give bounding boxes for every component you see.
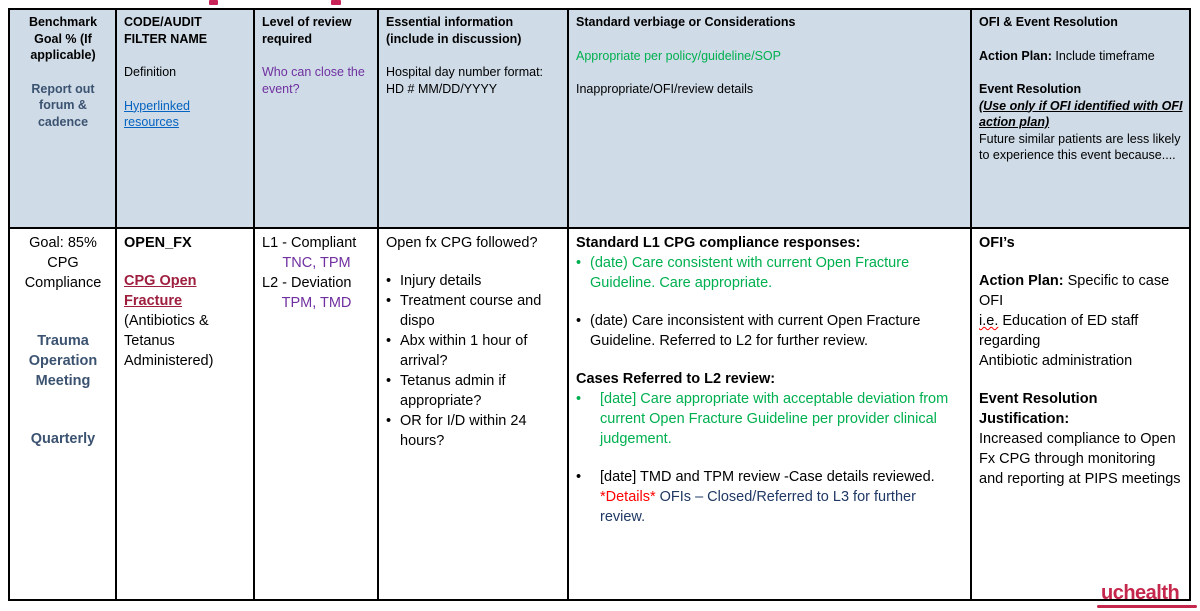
header-ofi-event-resolution-cell: OFI & Event Resolution Action Plan: Incl… (972, 10, 1189, 229)
code-cell: OPEN_FX CPG Open Fracture (Antibiotics &… (117, 229, 255, 599)
essential-bullet: Abx within 1 hour of arrival? (386, 331, 561, 371)
ofi-event-resolution-title: OFI & Event Resolution (979, 15, 1118, 29)
uchealth-logo: uchealth (1101, 582, 1180, 605)
action-plan-line: Action Plan: Specific to case OFI (979, 271, 1183, 311)
code-value: OPEN_FX (124, 235, 192, 251)
goal-value: Goal: 85% CPG Compliance (24, 235, 102, 291)
report-forum-value: Trauma Operation Meeting (28, 333, 98, 389)
essential-bullet: Tetanus admin if appropriate? (386, 371, 561, 411)
tmd-review-text: [date] TMD and TPM review -Case details … (600, 469, 935, 485)
essential-bullet: Injury details (386, 271, 561, 291)
l1-closers: TNC, TPM (282, 255, 351, 271)
l1-responses-heading: Standard L1 CPG compliance responses: (576, 235, 861, 251)
l2-label: L2 - Deviation (262, 275, 352, 291)
review-audit-table: Benchmark Goal % (If applicable) Report … (8, 8, 1191, 601)
action-plan-text: Specific to case OFI (979, 273, 1170, 309)
essential-bullet: OR for I/D within 24 hours? (386, 411, 561, 451)
cropped-title-fragment (209, 0, 218, 5)
cadence-value: Quarterly (30, 431, 96, 447)
cpg-open-fracture-link[interactable]: CPG Open Fracture (124, 273, 197, 309)
ie-abbrev: i.e. (979, 313, 999, 329)
code-definition-rest: (Antibiotics & Tetanus Administered) (124, 313, 214, 369)
event-resolution-justification-label: Event Resolution Justification: (979, 391, 1098, 427)
l1-label: L1 - Compliant (262, 235, 357, 251)
verbiage-bullet-consistent: (date) Care consistent with current Open… (576, 253, 964, 293)
bullet-icon (576, 389, 600, 409)
essential-info-title: Essential information (include in discus… (386, 15, 522, 46)
standard-verbiage-title: Standard verbiage or Considerations (576, 15, 796, 29)
header-level-of-review-cell: Level of review required Who can close t… (255, 10, 379, 229)
header-standard-verbiage-cell: Standard verbiage or Considerations Appr… (569, 10, 972, 229)
appropriate-label: Appropriate per policy/guideline/SOP (576, 48, 781, 63)
header-benchmark-goal-cell: Benchmark Goal % (If applicable) Report … (10, 10, 117, 229)
action-plan-label: Action Plan: (979, 273, 1064, 289)
definition-label: Definition (124, 65, 177, 79)
event-resolution-condition: (Use only if OFI identified with OFI act… (979, 98, 1183, 130)
ofi-closed-referred-text: OFIs – Closed/Referred to L3 for further… (600, 489, 916, 525)
bullet-icon (386, 271, 400, 291)
standard-verbiage-cell: Standard L1 CPG compliance responses: (d… (569, 229, 972, 599)
event-resolution-text: Future similar patients are less likely … (979, 131, 1181, 163)
header-code-audit-cell: CODE/AUDIT FILTER NAME Definition Hyperl… (117, 10, 255, 229)
bullet-icon (576, 253, 590, 273)
action-plan-text: Include timeframe (1051, 48, 1155, 63)
header-essential-info-cell: Essential information (include in discus… (379, 10, 569, 229)
event-resolution-label: Event Resolution (979, 82, 1082, 96)
uchealth-logo-underline (1097, 605, 1197, 608)
who-can-close-label: Who can close the event? (262, 65, 365, 96)
bullet-icon (386, 291, 400, 311)
action-plan-example-2: Antibiotic administration (979, 353, 1133, 369)
cropped-title-fragment (331, 0, 341, 5)
bullet-icon (386, 411, 400, 431)
l2-cases-heading: Cases Referred to L2 review: (576, 371, 776, 387)
action-plan-line: Action Plan: Include timeframe (979, 48, 1183, 65)
essential-bullet: Treatment course and dispo (386, 291, 561, 331)
bullet-icon (386, 371, 400, 391)
goal-cell: Goal: 85% CPG Compliance Trauma Operatio… (10, 229, 117, 599)
details-placeholder: *Details* (600, 489, 656, 505)
inappropriate-label: Inappropriate/OFI/review details (576, 82, 754, 96)
level-of-review-cell: L1 - Compliant TNC, TPM L2 - Deviation T… (255, 229, 379, 599)
benchmark-goal-title: Benchmark Goal % (If applicable) (28, 15, 98, 62)
verbiage-bullet-inconsistent: (date) Care inconsistent with current Op… (576, 311, 964, 351)
level-of-review-title: Level of review required (262, 15, 352, 46)
bullet-icon (576, 467, 600, 487)
code-audit-title: CODE/AUDIT FILTER NAME (124, 15, 208, 46)
l2-closers: TPM, TMD (281, 295, 352, 311)
essential-info-cell: Open fx CPG followed? Injury details Tre… (379, 229, 569, 599)
ofis-heading: OFI’s (979, 235, 1015, 251)
ie-text: Education of ED staff regarding (979, 313, 1139, 349)
uchealth-logo-text: uchealth (1101, 582, 1180, 604)
hyperlinked-resources-link[interactable]: Hyperlinked resources (124, 98, 191, 130)
verbiage-bullet-acceptable-deviation: [date] Care appropriate with acceptable … (576, 389, 964, 449)
verbiage-bullet-tmd-tpm-review: [date] TMD and TPM review -Case details … (576, 467, 964, 527)
event-resolution-justification-text: Increased compliance to Open Fx CPG thro… (979, 431, 1181, 487)
action-plan-label: Action Plan: (979, 48, 1052, 63)
bullet-icon (576, 311, 590, 331)
action-plan-example: i.e. Education of ED staff regarding (979, 311, 1183, 351)
bullet-icon (386, 331, 400, 351)
hd-format-example: HD # MM/DD/YYYY (386, 81, 498, 96)
hospital-day-format-label: Hospital day number format: (386, 65, 544, 79)
code-definition: CPG Open Fracture (Antibiotics & Tetanus… (124, 271, 247, 371)
essential-question: Open fx CPG followed? (386, 235, 538, 251)
report-out-forum-label: Report out forum & cadence (31, 81, 95, 129)
ofi-resolution-cell: OFI’s Action Plan: Specific to case OFI … (972, 229, 1189, 599)
